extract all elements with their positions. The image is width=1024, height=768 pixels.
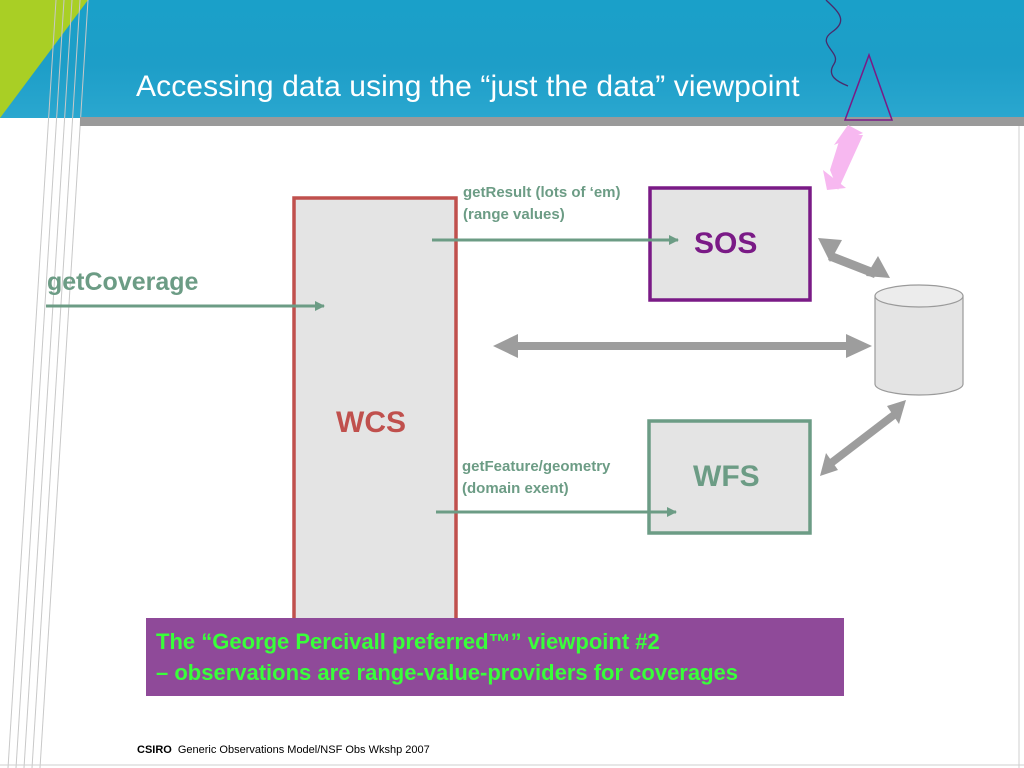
sensor-triangle-icon: [843, 52, 894, 121]
pink-double-arrow: [823, 125, 863, 190]
getcoverage-label: getCoverage: [47, 268, 199, 296]
wfs-db-double-arrow: [820, 400, 906, 476]
sos-label: SOS: [694, 227, 758, 260]
callout-line-2: – observations are range-value-providers…: [156, 660, 739, 685]
callout-box: The “George Percivall preferred™” viewpo…: [146, 618, 844, 696]
callout-line-1: The “George Percivall preferred™” viewpo…: [156, 629, 660, 654]
footer-org: CSIRO: [137, 744, 172, 756]
wcs-label: WCS: [336, 406, 406, 439]
database-cylinder-icon: [874, 284, 964, 396]
wfs-label: WFS: [693, 460, 760, 493]
green-corner-accent: [0, 0, 88, 118]
getfeature-label: getFeature/geometry (domain exent): [462, 456, 610, 500]
getfeature-line-2: (domain exent): [462, 480, 569, 497]
getfeature-line-1: getFeature/geometry: [462, 458, 611, 475]
getresult-line-2: (range values): [463, 206, 565, 223]
header-rule: [80, 117, 1024, 126]
getresult-line-1: getResult (lots of ‘em): [463, 184, 621, 201]
wcs-db-double-arrow: [493, 334, 872, 358]
footer-text: Generic Observations Model/NSF Obs Wkshp…: [177, 744, 430, 756]
slide-title: Accessing data using the “just the data”…: [136, 70, 800, 103]
squiggle-line: [825, 0, 849, 87]
sos-db-double-arrow: [818, 238, 890, 278]
getresult-label: getResult (lots of ‘em) (range values): [463, 182, 621, 226]
footer: CSIRO Generic Observations Model/NSF Obs …: [137, 744, 430, 756]
